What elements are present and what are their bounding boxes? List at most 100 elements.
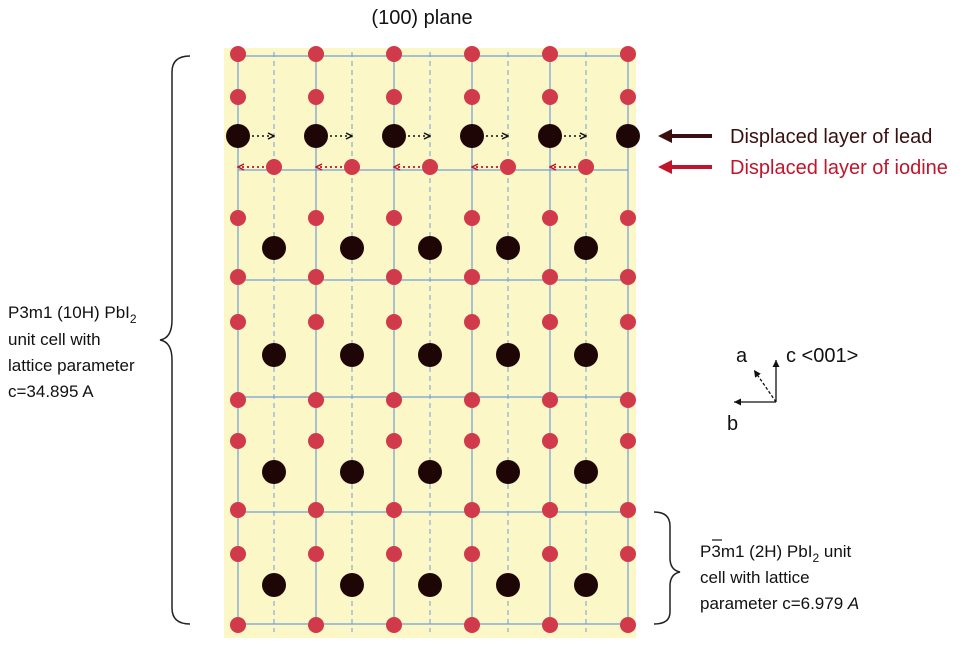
lead-layer-arrowhead (658, 129, 672, 143)
iodine-atom (464, 546, 480, 562)
lead-atom (460, 124, 484, 148)
lead-atom (418, 460, 442, 484)
iodine-atom (308, 392, 324, 408)
iodine-atom (386, 617, 402, 633)
lead-atom (496, 460, 520, 484)
iodine-atom (386, 89, 402, 105)
iodine-atom (464, 392, 480, 408)
iodine-atom (620, 392, 636, 408)
iodine-atom (620, 269, 636, 285)
iodine-atom (464, 617, 480, 633)
lead-layer-label: Displaced layer of lead (730, 126, 932, 148)
iodine-atom (230, 46, 246, 62)
iodine-atom (464, 314, 480, 330)
iodine-atom (344, 159, 360, 175)
iodine-atom (230, 392, 246, 408)
iodine-atom (230, 502, 246, 518)
label-2h-cell: P3m1 (2H) PbI2 unit cell with lattice pa… (700, 542, 859, 613)
iodine-atom (620, 617, 636, 633)
iodine-atom (308, 502, 324, 518)
iodine-atom (230, 89, 246, 105)
axis-a-label: a (736, 345, 748, 367)
atoms (226, 46, 640, 633)
iodine-atom (386, 392, 402, 408)
iodine-atom (542, 314, 558, 330)
iodine-atom (620, 46, 636, 62)
lead-atom (262, 343, 286, 367)
lead-atom (340, 236, 364, 260)
iodine-atom (308, 210, 324, 226)
lead-atom (418, 236, 442, 260)
iodine-atom (578, 159, 594, 175)
iodine-atom (308, 314, 324, 330)
iodine-atom (542, 269, 558, 285)
axes-indicator: a c <001> b (727, 345, 858, 435)
iodine-atom (386, 502, 402, 518)
axis-a (753, 369, 777, 403)
iodine-atom (230, 269, 246, 285)
lead-atom (262, 460, 286, 484)
iodine-atom (422, 159, 438, 175)
diagram-title: (100) plane (371, 7, 472, 29)
iodine-atom (500, 159, 516, 175)
iodine-atom (542, 433, 558, 449)
iodine-atom (620, 502, 636, 518)
lead-atom (340, 573, 364, 597)
iodine-atom (386, 46, 402, 62)
iodine-atom (464, 502, 480, 518)
lead-atom (418, 573, 442, 597)
iodine-atom (230, 314, 246, 330)
iodine-atom (620, 89, 636, 105)
iodine-atom (620, 433, 636, 449)
lead-atom (496, 343, 520, 367)
iodine-atom (386, 433, 402, 449)
iodine-atom (308, 46, 324, 62)
iodine-atom (542, 617, 558, 633)
lead-atom (226, 124, 250, 148)
lead-atom (538, 124, 562, 148)
iodine-atom (230, 546, 246, 562)
lead-atom (340, 343, 364, 367)
iodine-atom (230, 433, 246, 449)
iodine-atom (542, 546, 558, 562)
lead-atom (574, 573, 598, 597)
iodine-layer-arrowhead (658, 160, 672, 174)
lead-atom (382, 124, 406, 148)
axis-b-label: b (727, 413, 738, 435)
iodine-atom (464, 89, 480, 105)
iodine-atom (464, 210, 480, 226)
label-10h-cell: P3m1 (10H) PbI2 unit cell with lattice p… (8, 303, 141, 401)
iodine-atom (386, 269, 402, 285)
lead-atom (262, 573, 286, 597)
lead-atom (574, 236, 598, 260)
iodine-atom (464, 433, 480, 449)
iodine-atom (386, 314, 402, 330)
iodine-atom (308, 89, 324, 105)
iodine-atom (308, 617, 324, 633)
iodine-atom (620, 546, 636, 562)
iodine-atom (386, 546, 402, 562)
iodine-atom (230, 617, 246, 633)
lead-atom (496, 573, 520, 597)
iodine-atom (386, 210, 402, 226)
displacement-arrows (238, 136, 586, 167)
lead-atom (574, 343, 598, 367)
brace-10h-cell (159, 55, 191, 625)
iodine-atom (542, 46, 558, 62)
iodine-atom (620, 314, 636, 330)
iodine-atom (464, 269, 480, 285)
iodine-atom (308, 546, 324, 562)
iodine-atom (464, 46, 480, 62)
iodine-atom (542, 210, 558, 226)
axis-c-label: c <001> (786, 345, 858, 367)
iodine-atom (620, 210, 636, 226)
iodine-atom (542, 502, 558, 518)
lead-atom (262, 236, 286, 260)
brace-2h-cell (653, 511, 681, 625)
lead-atom (304, 124, 328, 148)
iodine-layer-label: Displaced layer of iodine (730, 157, 948, 179)
iodine-atom (308, 433, 324, 449)
lattice-grid (237, 52, 629, 632)
lead-atom (616, 124, 640, 148)
